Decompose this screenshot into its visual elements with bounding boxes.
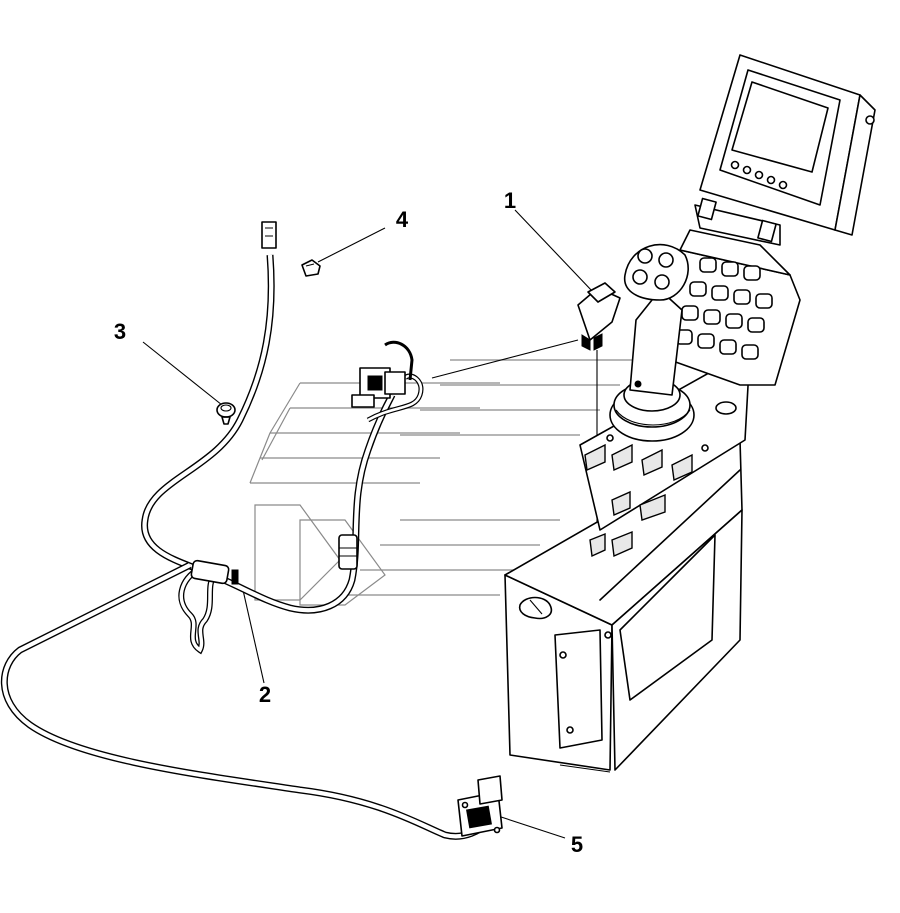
keypad-buttons [675, 257, 773, 360]
socket-part-5 [457, 775, 503, 837]
switch-grid [584, 443, 693, 558]
joystick [609, 243, 695, 442]
callout-3: 3 [113, 319, 127, 344]
callout-1: 1 [503, 188, 517, 213]
rocker-switch-part-1 [577, 282, 621, 351]
clip-part-4 [301, 259, 321, 277]
control-console [504, 54, 876, 773]
callout-2: 2 [258, 682, 272, 707]
callout-5: 5 [570, 832, 584, 857]
wiring-harness [0, 221, 493, 840]
grommet-part-3 [216, 402, 236, 425]
callout-4: 4 [395, 207, 409, 232]
display-monitor [694, 54, 876, 246]
